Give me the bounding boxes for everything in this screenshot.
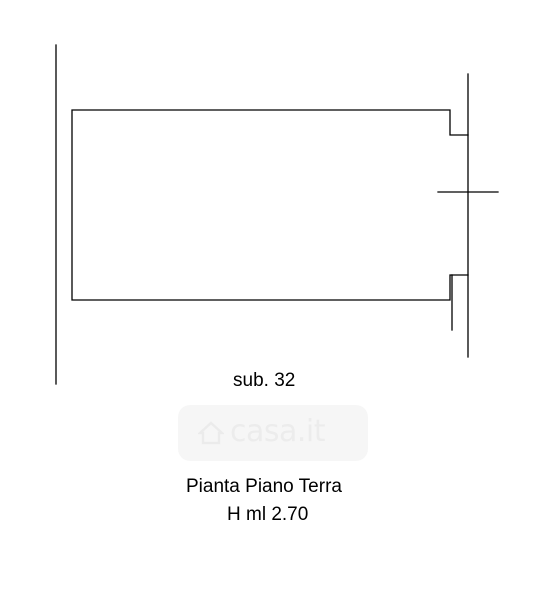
house-icon <box>198 421 224 445</box>
watermark-text: casa.it <box>230 414 326 449</box>
room-outline <box>71 109 469 301</box>
unit-label: sub. 32 <box>233 370 296 391</box>
casa-watermark: casa.it <box>178 405 368 461</box>
ceiling-height-label: H ml 2.70 <box>227 504 309 525</box>
plan-title: Pianta Piano Terra <box>186 476 342 497</box>
